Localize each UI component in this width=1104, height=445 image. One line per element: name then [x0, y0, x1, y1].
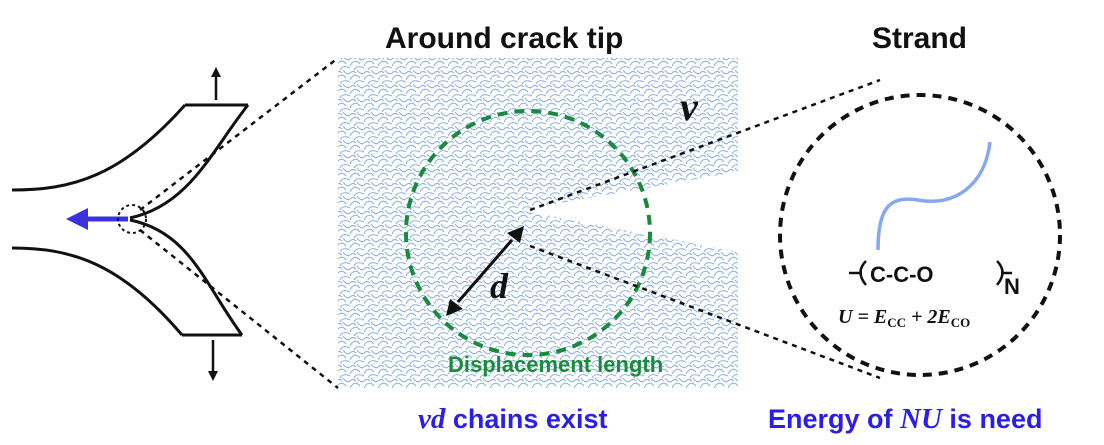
- zoom-lines-right: [529, 78, 881, 380]
- polymer-strand: [876, 141, 992, 251]
- zoom-lines-left: [139, 57, 339, 389]
- strand-circle: [778, 93, 1062, 377]
- label-d: d: [490, 266, 509, 306]
- label-nu: ν: [680, 84, 699, 129]
- specimen-shape: [11, 103, 250, 337]
- caption-energy-needed: Energy of NU is need: [768, 403, 1042, 435]
- repeat-unit-brackets: [849, 260, 1012, 286]
- energy-equation: U = ECC + 2ECO: [838, 306, 970, 330]
- formula-repeat-unit: C-C-O: [870, 262, 934, 287]
- formula-subscript-n: N: [1004, 274, 1020, 299]
- caption-chains-exist: νd chains exist: [418, 403, 607, 435]
- radius-arrow: [446, 226, 524, 316]
- crack-tip-zoom-circle: [117, 204, 147, 234]
- label-displacement-length: Displacement length: [448, 352, 663, 377]
- displacement-circle: [404, 109, 652, 357]
- heading-around-crack-tip: Around crack tip: [385, 22, 623, 55]
- crack-propagation-arrow: [66, 208, 128, 230]
- heading-strand: Strand: [872, 22, 967, 55]
- polymer-network: [338, 58, 738, 388]
